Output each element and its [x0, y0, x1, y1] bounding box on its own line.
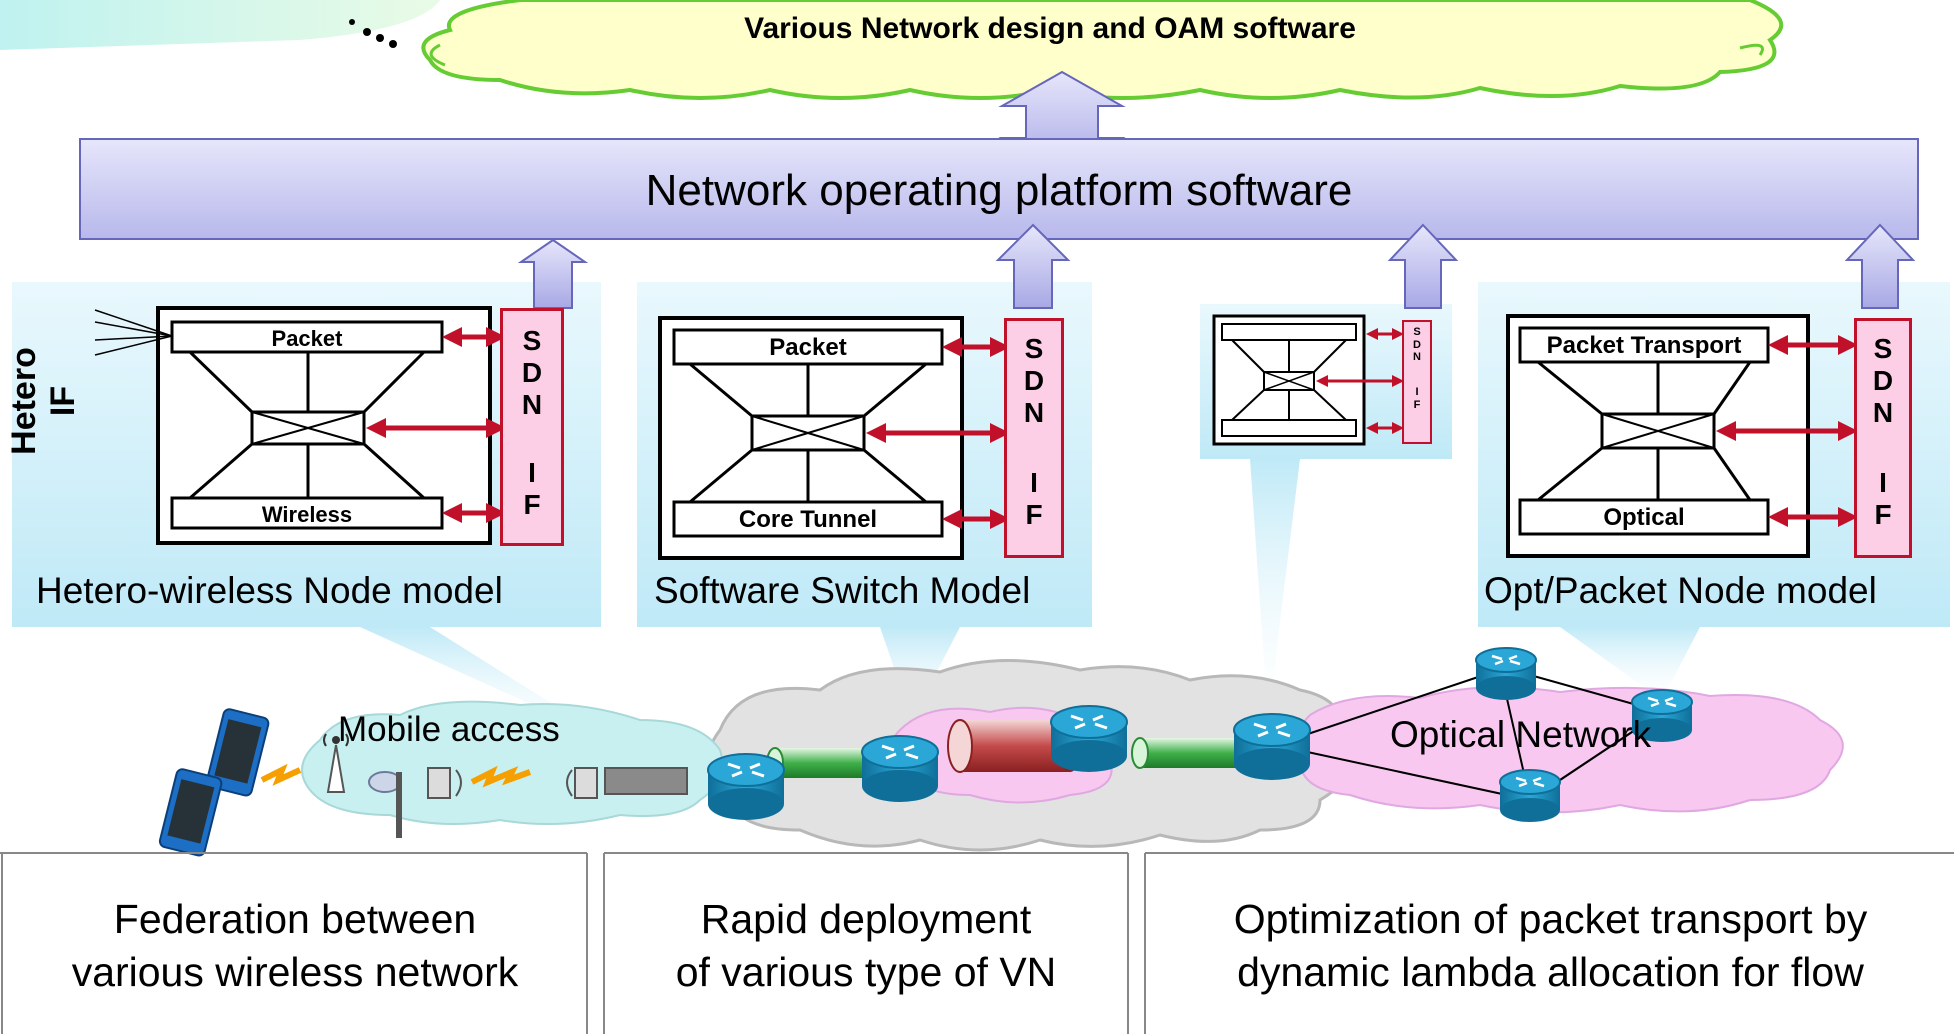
- access-point-icon: [566, 767, 598, 799]
- router-icon: [1499, 769, 1561, 822]
- cloud-title: Various Network design and OAM software: [744, 12, 1356, 45]
- node-2-top-label: Packet: [769, 334, 847, 361]
- router-icon: [861, 735, 939, 802]
- antenna-icon: [323, 733, 349, 793]
- up-arrow-4: [1844, 223, 1916, 309]
- network-operating-platform-bar: [79, 138, 1919, 240]
- decorative-swoosh: [0, 0, 440, 50]
- node-4-switch-diagram: [1506, 314, 1810, 558]
- node-3-switch-diagram: [1212, 314, 1366, 446]
- node-4-bottom-label: Optical: [1603, 504, 1685, 531]
- router-icon: [1050, 705, 1128, 772]
- up-arrow-3: [1387, 223, 1459, 309]
- access-point-icon: [427, 767, 462, 799]
- node-4-top-label: Packet Transport: [1546, 332, 1742, 359]
- router-icon: [707, 753, 785, 820]
- optical-network-label: Optical Network: [1390, 714, 1652, 755]
- wireless-bolt-icon: [470, 765, 532, 788]
- router-icon: [1233, 713, 1311, 780]
- bottom-dividers: [0, 852, 1954, 1034]
- router-icon: [1631, 689, 1693, 742]
- smartphone-icon: [205, 708, 270, 797]
- bottom-panel-federation: Federation between various wireless netw…: [71, 896, 519, 996]
- node-3-if-arrows: [1316, 328, 1404, 434]
- access-point-icon: [368, 771, 402, 838]
- node-1-top-label: Packet: [271, 326, 343, 351]
- bottom-panel-optimization: Optimization of packet transport by dyna…: [1233, 896, 1868, 996]
- node-1-caption: Hetero-wireless Node model: [36, 570, 503, 611]
- wireless-bolt-icon: [260, 763, 302, 786]
- mobile-access-label: Mobile access: [338, 710, 560, 749]
- node-1-bottom-label: Wireless: [261, 502, 353, 527]
- node-4-if-arrows: [1716, 335, 1858, 527]
- small-node-callout: [1250, 459, 1300, 720]
- bottom-panel-rapid-deployment: Rapid deployment of various type of VN: [675, 896, 1057, 996]
- platform-label: Network operating platform software: [645, 166, 1353, 215]
- router-icon: [1475, 647, 1537, 700]
- node-2-if-arrows: [866, 337, 1010, 529]
- switch-box-icon: [604, 767, 688, 795]
- node-2-switch-diagram: [658, 316, 964, 560]
- opt-callout: [1560, 627, 1700, 700]
- node-2-caption: Software Switch Model: [654, 570, 1031, 611]
- up-arrow-2: [995, 223, 1071, 309]
- smartphone-icon: [158, 768, 223, 857]
- node-1-if-arrows: [366, 327, 506, 523]
- hetero-if-label: Hetero IF: [5, 347, 82, 455]
- node-2-bottom-label: Core Tunnel: [738, 506, 878, 533]
- node-4-caption: Opt/Packet Node model: [1484, 570, 1877, 611]
